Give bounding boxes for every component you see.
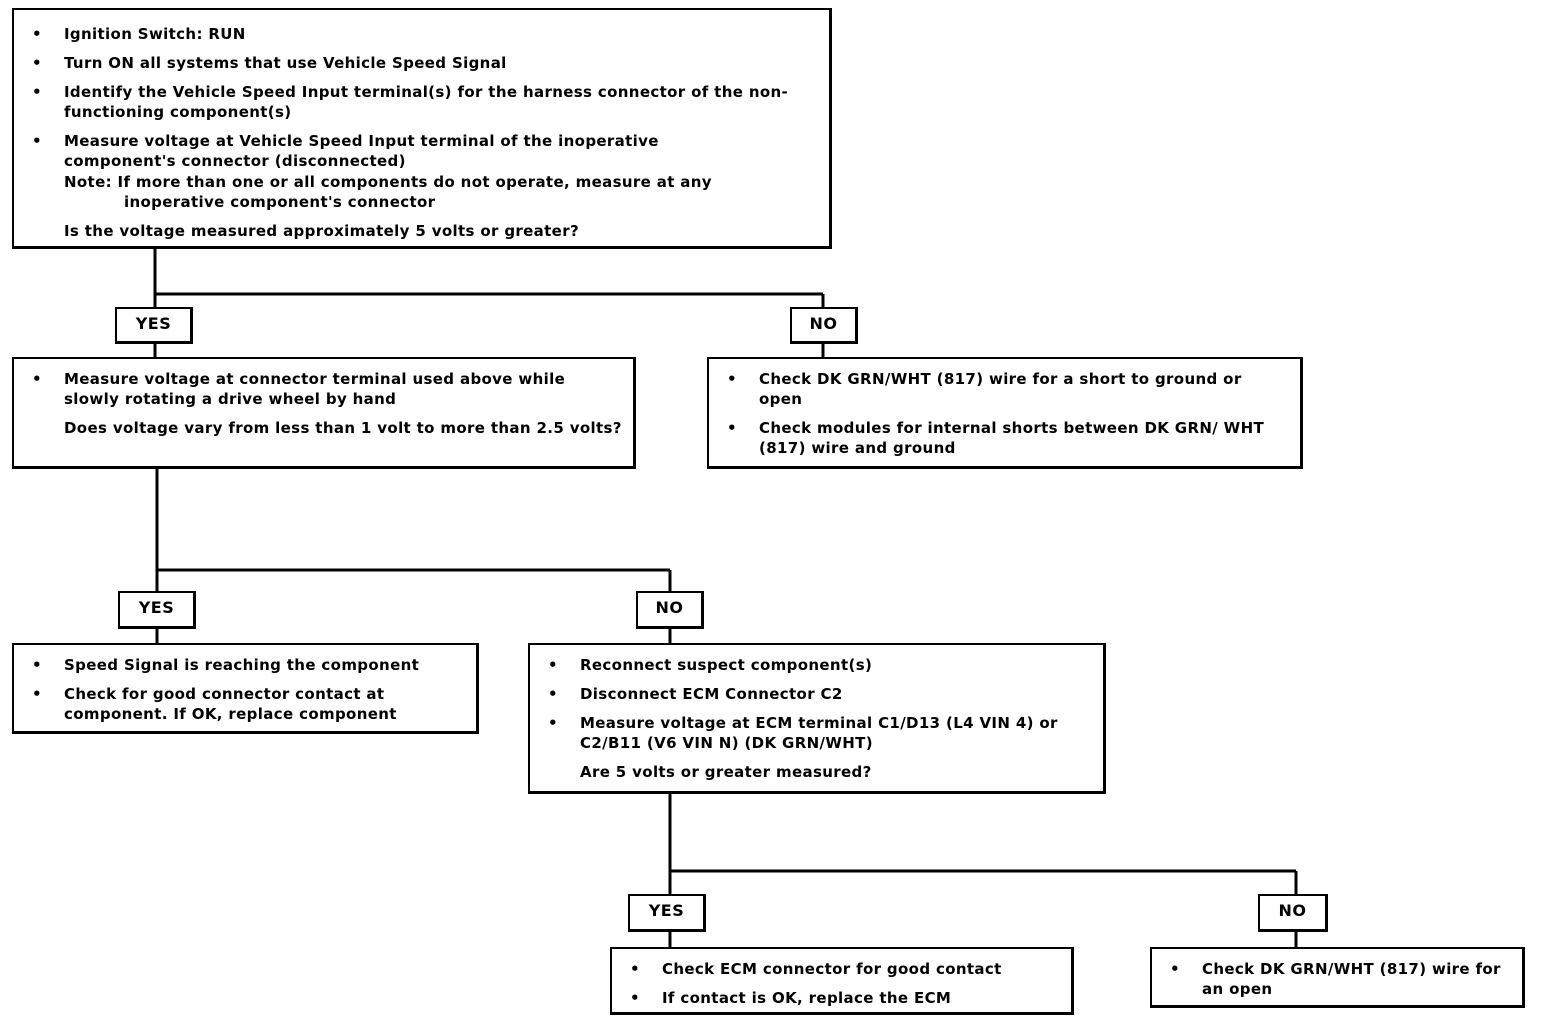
no-label-3: NO [1258,894,1328,932]
no1-step: Check modules for internal shorts betwee… [709,418,1289,458]
no3-step: Check DK GRN/WHT (817) wire for an open [1152,959,1512,999]
step3-step: Measure voltage at ECM terminal C1/D13 (… [530,713,1100,753]
start-box: Ignition Switch: RUN Turn ON all systems… [12,8,832,249]
no1-result-box: Check DK GRN/WHT (817) wire for a short … [707,357,1303,469]
yes-label-2: YES [118,591,196,629]
yes3-result-box: Check ECM connector for good contact If … [610,947,1074,1015]
start-step: Measure voltage at Vehicle Speed Input t… [14,131,764,171]
start-note: Note: If more than one or all components… [14,172,819,212]
no-label-1: NO [790,307,858,344]
start-step: Ignition Switch: RUN [14,24,819,44]
yes-label-1: YES [115,307,193,344]
yes3-step: If contact is OK, replace the ECM [612,988,1065,1008]
step3-step: Disconnect ECM Connector C2 [530,684,1097,704]
start-step: Identify the Vehicle Speed Input termina… [14,82,804,122]
start-steps: Ignition Switch: RUN Turn ON all systems… [14,24,819,171]
step3-box: Reconnect suspect component(s) Disconnec… [528,643,1106,794]
start-step: Turn ON all systems that use Vehicle Spe… [14,53,819,73]
yes3-step: Check ECM connector for good contact [612,959,1065,979]
yes2-result-box: Speed Signal is reaching the component C… [12,643,479,734]
no-label-2: NO [636,591,704,629]
step2-step: Measure voltage at connector terminal us… [14,369,624,409]
note-text: Note: If more than one or all components… [64,173,712,191]
yes2-step: Speed Signal is reaching the component [14,655,470,675]
step2-question: Does voltage vary from less than 1 volt … [64,419,622,437]
no3-result-box: Check DK GRN/WHT (817) wire for an open [1150,947,1525,1008]
no1-step: Check DK GRN/WHT (817) wire for a short … [709,369,1279,409]
step3-question: Are 5 volts or greater measured? [580,763,872,781]
step3-step: Reconnect suspect component(s) [530,655,1097,675]
yes2-step: Check for good connector contact at comp… [14,684,454,724]
step2-box: Measure voltage at connector terminal us… [12,357,636,469]
start-question: Is the voltage measured approximately 5 … [64,222,579,240]
note-text-continued: inoperative component's connector [124,193,436,211]
yes-label-3: YES [628,894,706,932]
